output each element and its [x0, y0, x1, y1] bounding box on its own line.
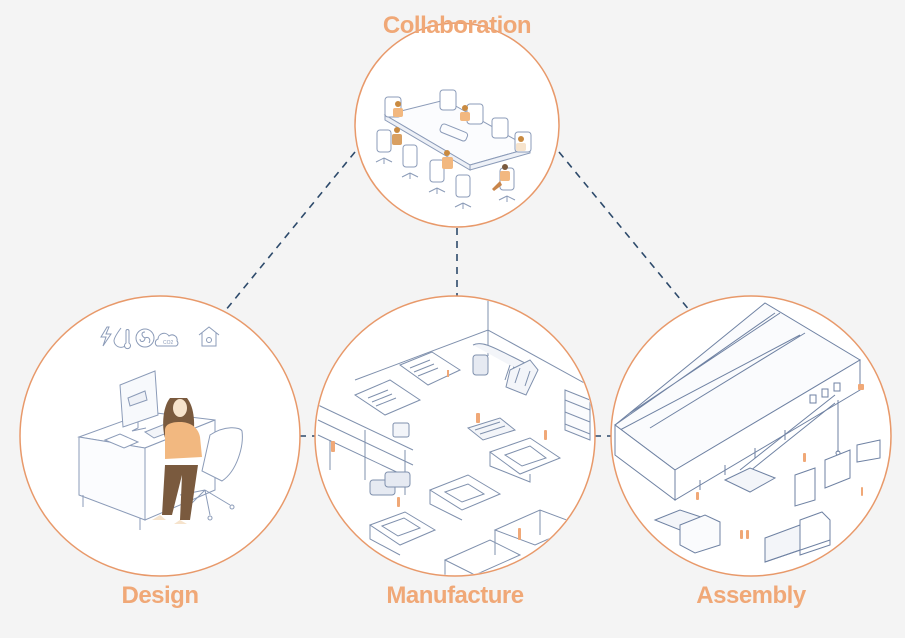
connector-collaboration-assembly — [558, 151, 691, 312]
design-label: Design — [121, 582, 199, 609]
warehouse-building — [614, 302, 861, 501]
fan-icon — [135, 328, 155, 348]
designer-person — [152, 398, 202, 524]
assembly-site-illustration — [614, 302, 881, 563]
design-illustration: CO2 — [77, 326, 243, 530]
node-assembly — [610, 295, 892, 577]
office-chair — [179, 427, 243, 521]
collaboration-label: Collaboration — [382, 12, 532, 39]
node-manufacture — [314, 295, 596, 577]
storage-rack — [564, 389, 591, 441]
sustainability-icons: CO2 — [100, 326, 220, 350]
table-centerpiece — [439, 123, 469, 142]
robot-arm-cell — [472, 343, 539, 396]
site-workers — [696, 384, 864, 539]
node-design: CO2 — [19, 295, 301, 577]
mobile-crane — [723, 394, 841, 493]
co2-text: CO2 — [163, 340, 174, 346]
node-collaboration — [354, 22, 560, 228]
forklift — [392, 422, 410, 438]
document-on-desk — [103, 433, 140, 449]
manufacture-label: Manufacture — [386, 582, 524, 609]
overhead-gantry — [317, 404, 414, 496]
module-on-hook — [824, 449, 851, 489]
chairs-front-row — [375, 129, 516, 209]
smart-home-icon — [198, 326, 220, 347]
factory-illustration — [317, 297, 591, 575]
containers — [653, 509, 721, 554]
humidity-thermometer-icon — [113, 327, 131, 350]
truck — [764, 511, 831, 563]
meeting-participants — [392, 101, 526, 191]
wall-panel — [794, 467, 816, 507]
assembly-tables — [353, 351, 562, 556]
computer-monitor — [119, 370, 159, 432]
assembly-label: Assembly — [696, 582, 806, 609]
co2-cloud-icon: CO2 — [154, 332, 179, 347]
connector-collaboration-design — [224, 151, 356, 312]
panel-right — [856, 439, 881, 463]
wall-panel-jigs — [443, 509, 582, 575]
lightning-icon — [100, 326, 112, 347]
connectors — [224, 151, 691, 437]
conference-room-illustration — [375, 89, 532, 209]
factory-workers — [331, 370, 547, 540]
